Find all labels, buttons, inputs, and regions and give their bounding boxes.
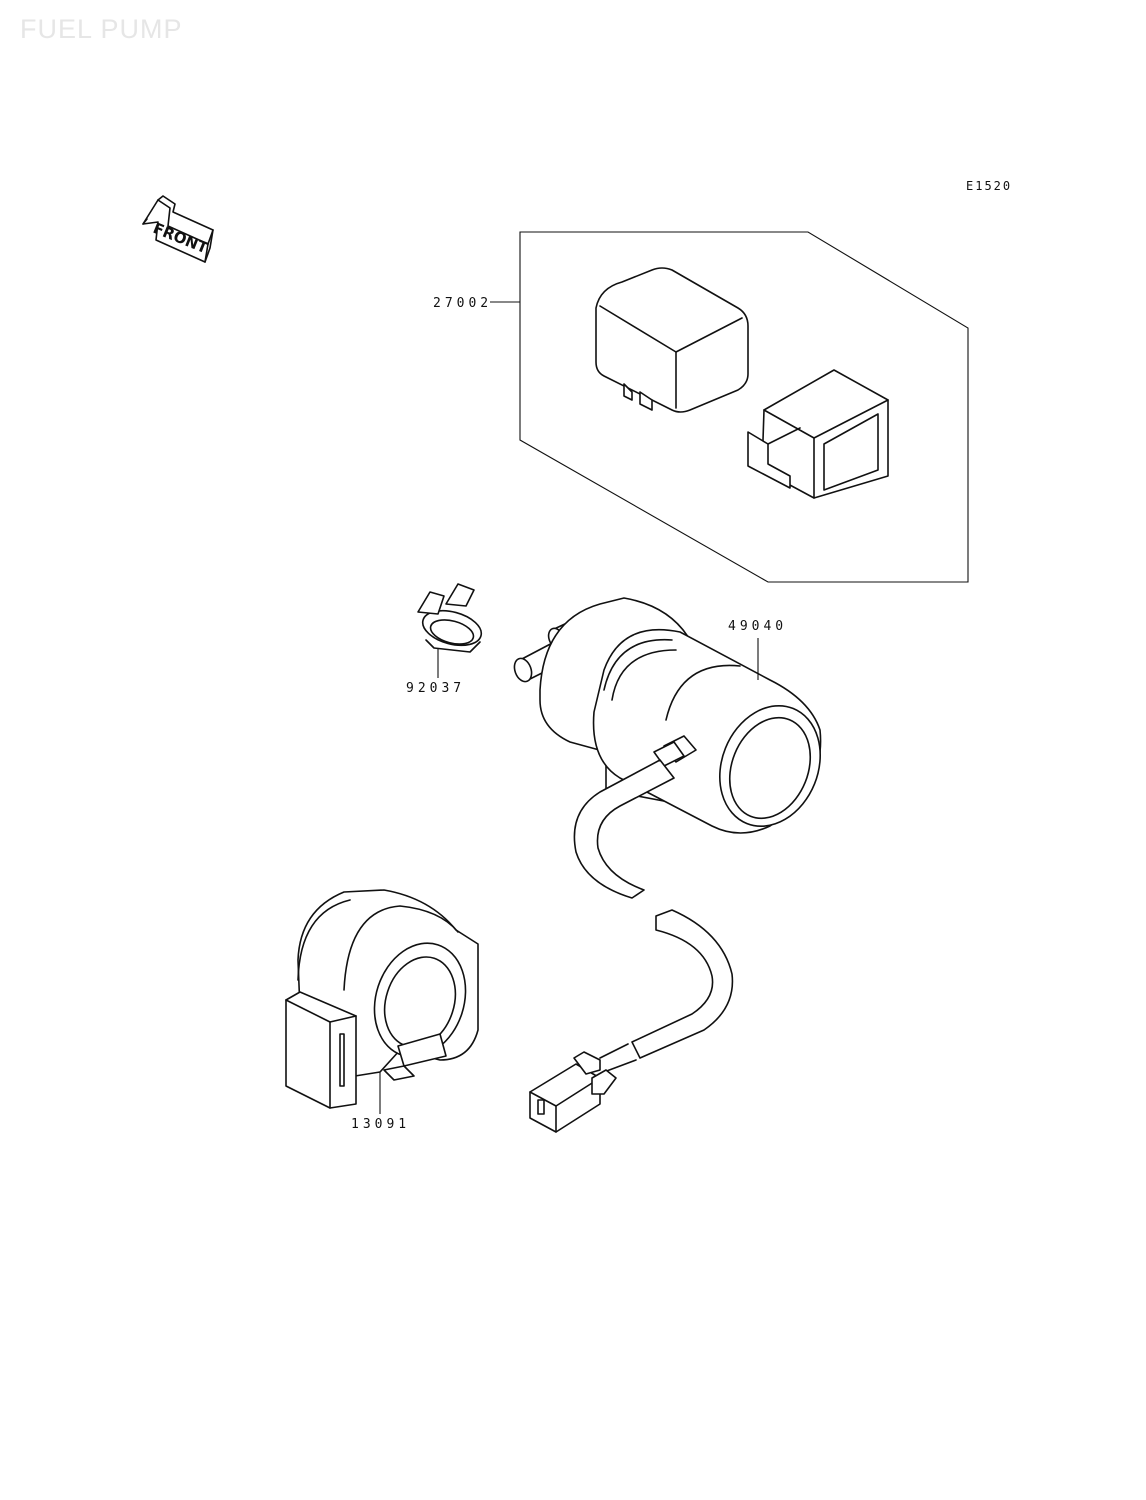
relay-body [595, 267, 749, 413]
pump-harness-upper [573, 759, 675, 899]
part-92037-clamp[interactable] [417, 583, 485, 653]
relay-terminal [623, 383, 633, 401]
svg-text:92037: 92037 [406, 681, 465, 696]
holder-block [285, 991, 357, 1109]
label-27002: 27002 [433, 296, 520, 311]
kit-outline [519, 231, 969, 583]
svg-text:49040: 49040 [728, 619, 787, 634]
label-92037: 92037 [406, 648, 465, 696]
part-49040-fuel-pump[interactable] [511, 597, 837, 1133]
svg-text:27002: 27002 [433, 296, 492, 311]
label-49040: 49040 [728, 619, 787, 680]
part-27002-relay-kit[interactable] [519, 231, 969, 583]
clamp-tab [417, 591, 445, 615]
pump-connector [529, 1063, 601, 1133]
pump-harness-lower [631, 909, 734, 1059]
label-13091: 13091 [351, 1072, 410, 1132]
front-arrow-icon: FRONT [142, 195, 214, 263]
diagram-code: E1520 [966, 179, 1012, 193]
part-13091-holder[interactable] [285, 889, 480, 1109]
page-title: FUEL PUMP [20, 14, 183, 44]
svg-text:13091: 13091 [351, 1117, 410, 1132]
